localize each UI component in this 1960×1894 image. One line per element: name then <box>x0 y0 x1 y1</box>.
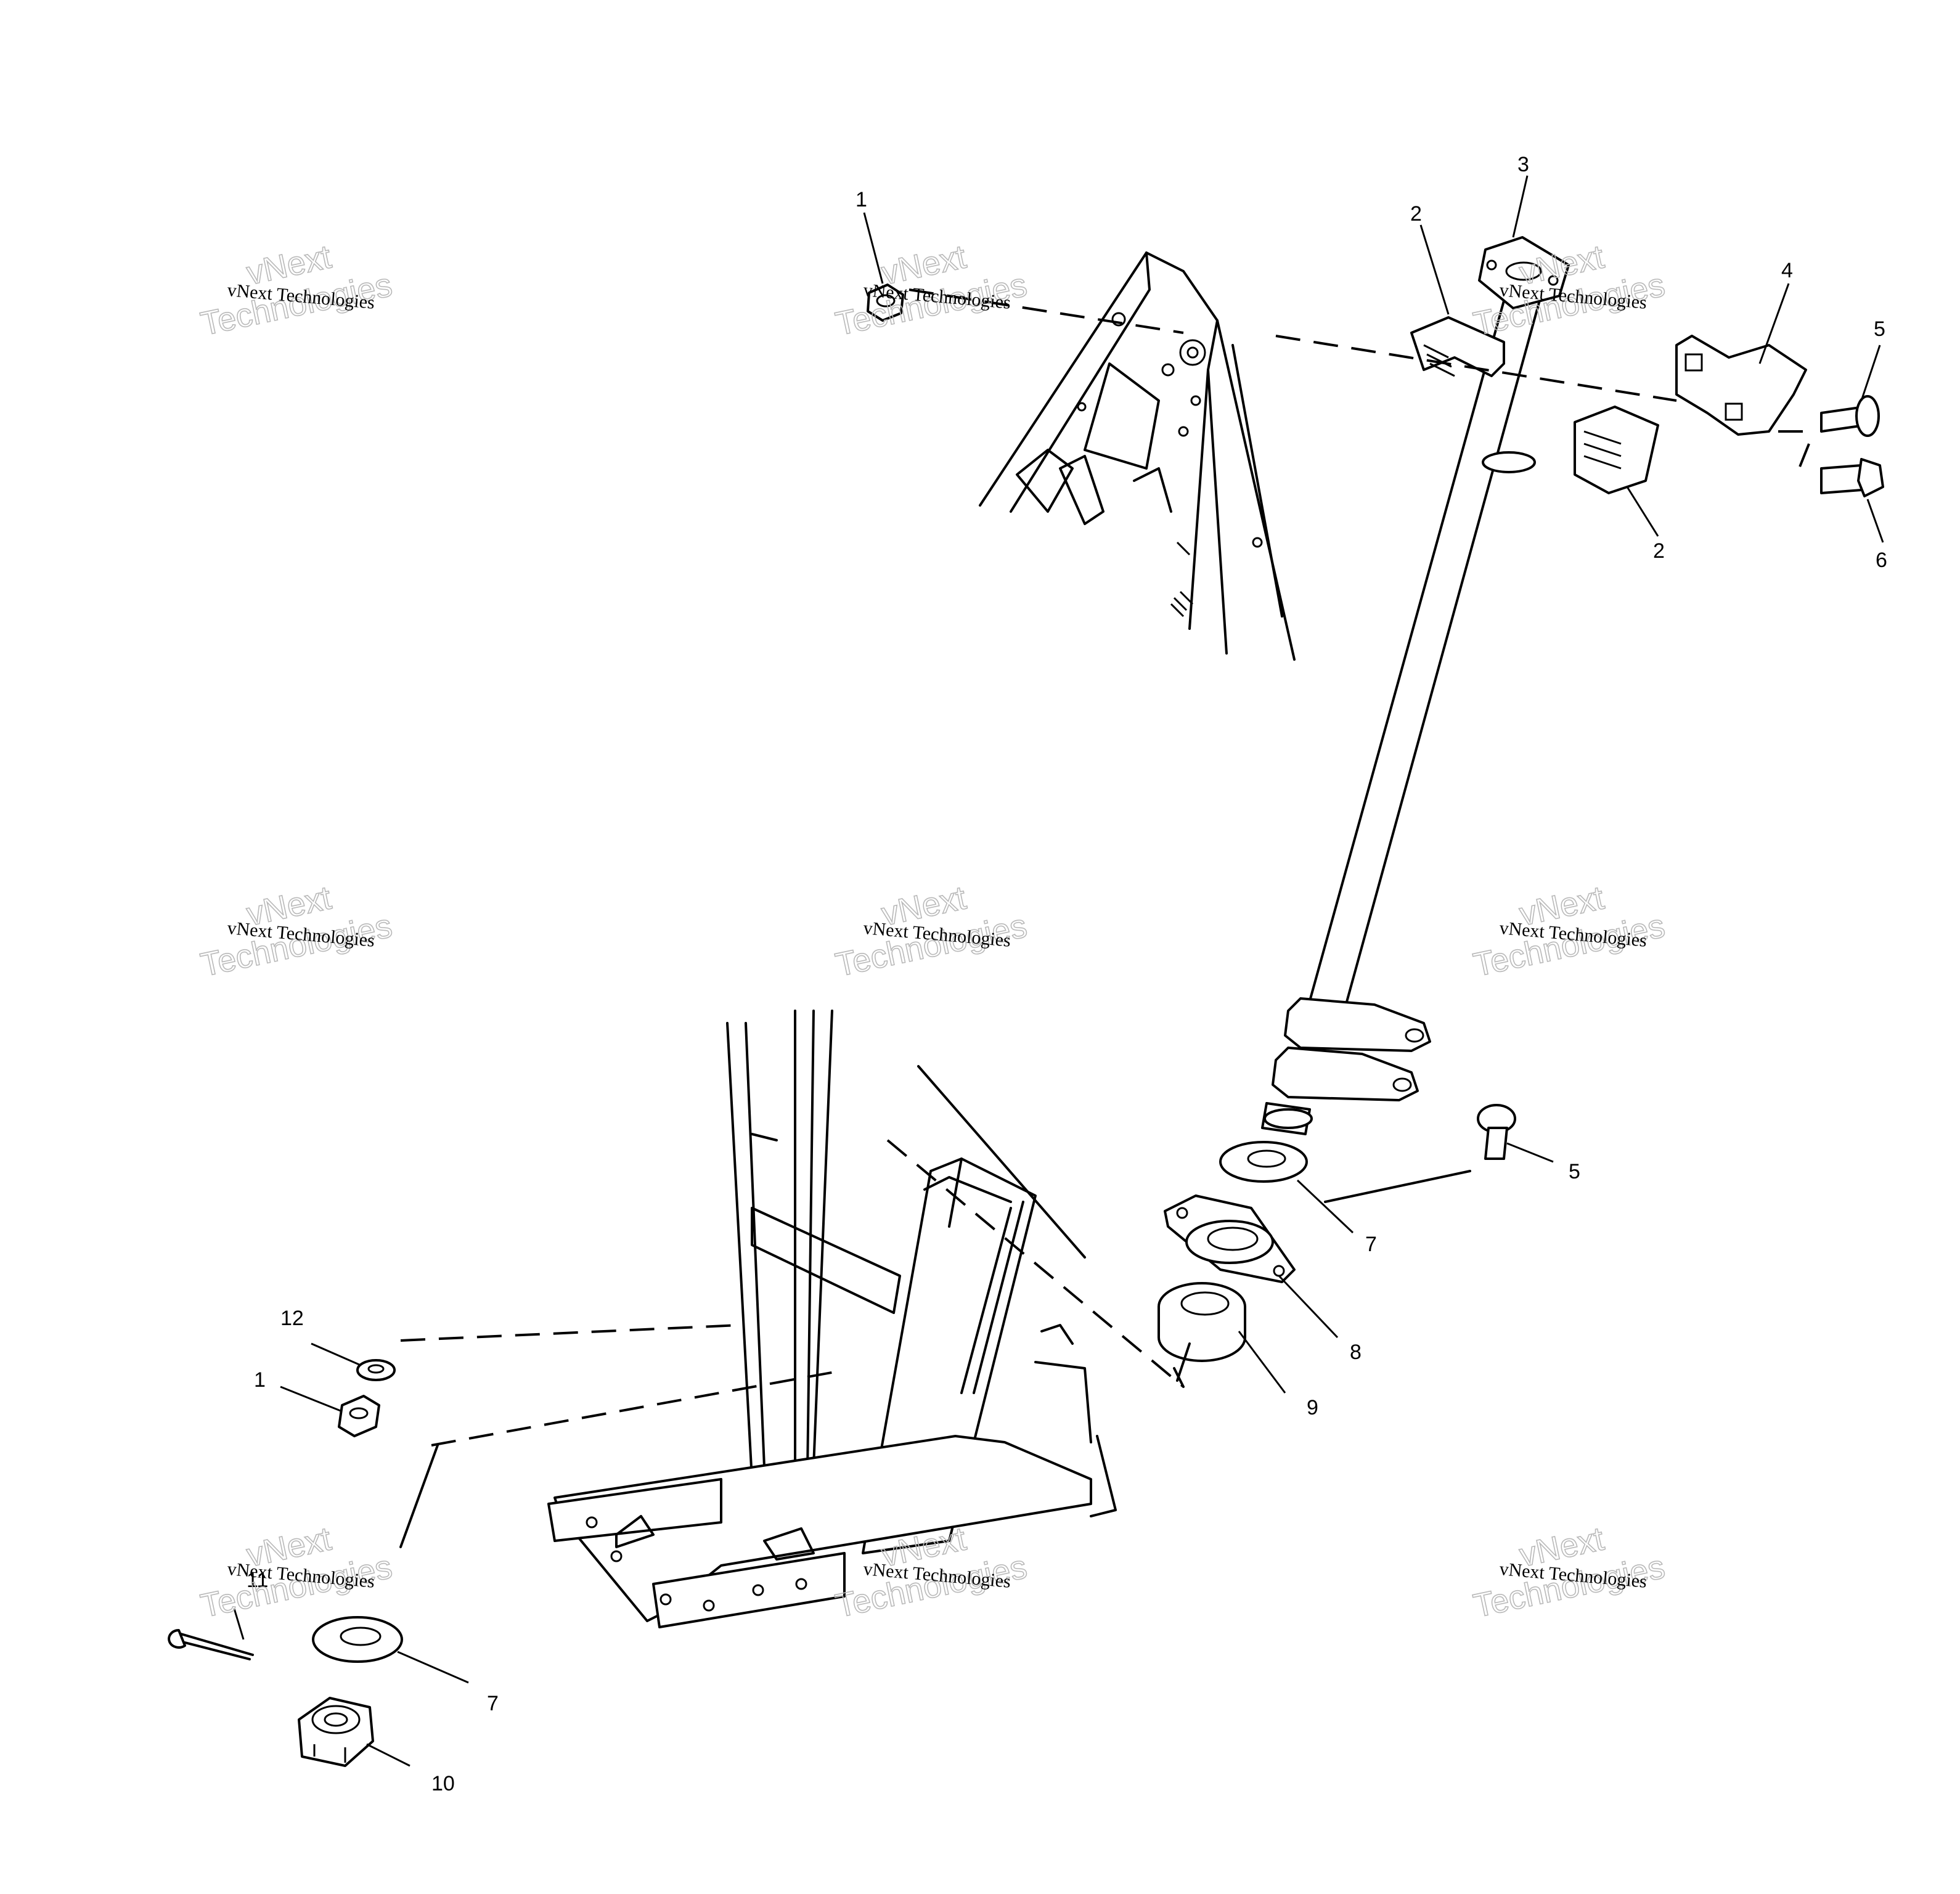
castle-nut <box>298 1697 374 1767</box>
callout-10: 10 <box>431 1772 455 1795</box>
assembly-lines <box>399 288 1812 1548</box>
callout-11: 11 <box>247 1569 268 1592</box>
callout-4: 4 <box>1781 259 1793 282</box>
callout-8: 8 <box>1350 1341 1362 1364</box>
callout-2-top: 2 <box>1410 202 1422 226</box>
clamp-bracket <box>1675 335 1807 436</box>
carriage-bolt <box>1477 1104 1516 1160</box>
callout-5-mid: 5 <box>1569 1160 1580 1183</box>
callout-7-bottom: 7 <box>487 1692 499 1715</box>
upper-nut <box>867 284 904 322</box>
callout-6: 6 <box>1876 549 1887 572</box>
leader-lines <box>233 175 1884 1767</box>
bolt-lower <box>1820 458 1884 497</box>
bolt-upper <box>1820 395 1880 437</box>
callout-12: 12 <box>280 1307 304 1330</box>
lower-small-washer <box>356 1359 396 1381</box>
callout-1-top: 1 <box>855 188 867 211</box>
lower-nut <box>338 1395 380 1437</box>
bushing-half-lower <box>1574 406 1659 494</box>
callouts: 1 2 3 4 5 2 6 5 7 8 9 12 1 11 7 10 <box>247 153 1887 1795</box>
callout-9: 9 <box>1307 1396 1318 1419</box>
upper-frame-bracket <box>979 251 1296 661</box>
callout-7-mid: 7 <box>1365 1233 1377 1256</box>
callout-5-top: 5 <box>1874 317 1885 341</box>
washer-lower <box>312 1616 403 1663</box>
spacer-bushing <box>1158 1282 1246 1362</box>
callout-2-bottom: 2 <box>1653 539 1665 563</box>
washer-mid <box>1219 1141 1308 1183</box>
callout-3: 3 <box>1517 153 1529 176</box>
watermarks: vNext Technologies vNext Technologies vN… <box>197 238 1668 1625</box>
lower-frame <box>547 1010 1117 1628</box>
callout-1-bottom: 1 <box>254 1368 266 1392</box>
steering-post <box>1261 236 1570 1135</box>
cotter-pin <box>168 1629 254 1660</box>
flange-bearing <box>1164 1194 1296 1283</box>
